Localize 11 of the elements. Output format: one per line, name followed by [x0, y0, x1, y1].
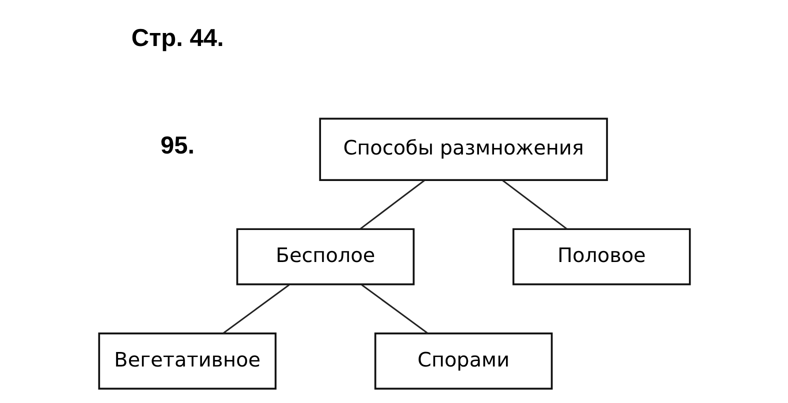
node-box: Спорами [374, 332, 552, 390]
label: 95. [160, 132, 194, 160]
connector [222, 284, 290, 334]
connector [502, 180, 567, 230]
node-box: Вегетативное [98, 332, 276, 390]
label: Стр. 44. [130, 25, 224, 52]
connector [360, 284, 428, 334]
node-box: Половое [512, 228, 690, 286]
node-box: Бесполое [236, 228, 414, 286]
connector [359, 180, 424, 230]
node-box: Способы размножения [318, 118, 608, 181]
